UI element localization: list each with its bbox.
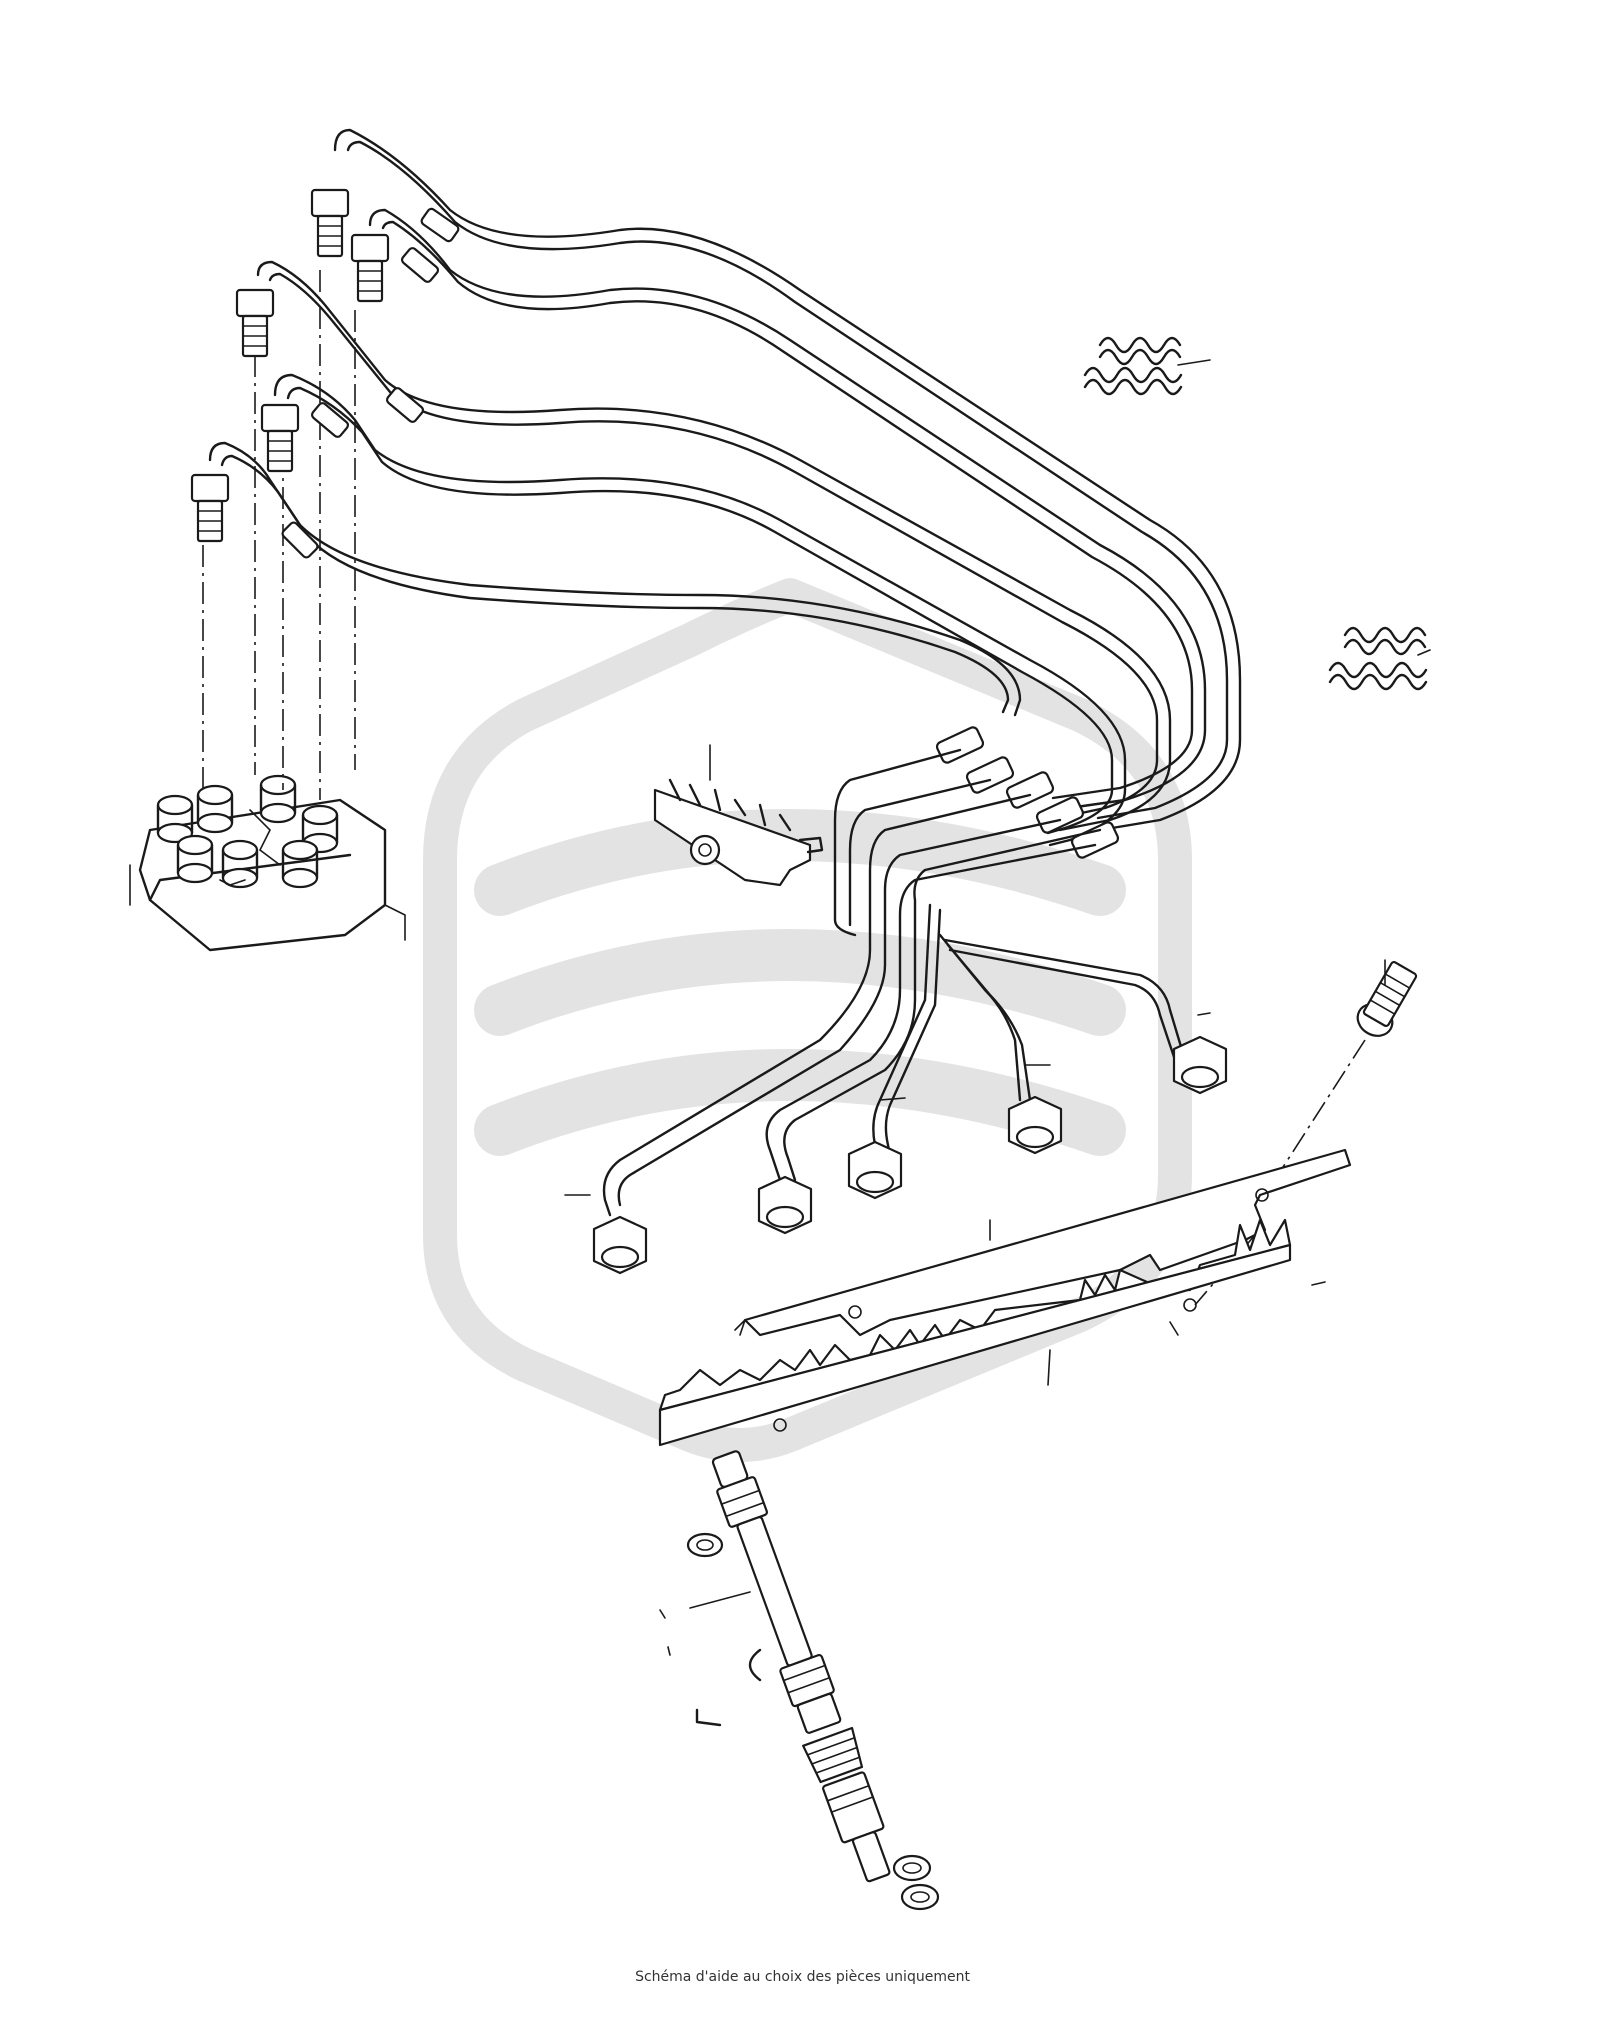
assembly-leader-lines (202, 270, 1366, 1306)
pipe-clips-group-1 (1083, 336, 1211, 396)
diagram-caption: Schéma d'aide au choix des pièces unique… (635, 1969, 970, 1985)
pipe-support-rail-lower (658, 1218, 1292, 1447)
fuel-injector (711, 1450, 891, 1883)
pipe-end-nuts-pump-side (190, 188, 390, 543)
injection-pipe-bundle (208, 128, 1242, 847)
pipe-clips-group-2 (1328, 626, 1431, 691)
pipe-union-nuts-injector-side (592, 1035, 1228, 1275)
part-leader-ticks (564, 1012, 1326, 1336)
injection-pump-head (129, 774, 406, 952)
injector-sealing-washers (659, 1532, 940, 1911)
mounting-bolt (1356, 959, 1418, 1037)
pump-outlet-fittings (156, 774, 339, 889)
pipe-support-rail-upper (734, 1148, 1352, 1337)
pipe-clamp-bracket (653, 744, 824, 887)
